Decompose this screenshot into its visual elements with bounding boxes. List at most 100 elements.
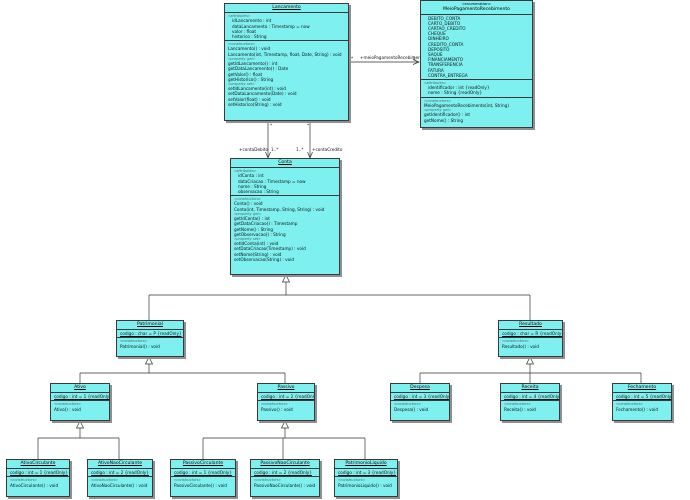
operation: Lancamento() : void bbox=[228, 46, 271, 52]
literals-compartment: DEBITO_CONTA CARTO_DEBITO CARTAO_CREDITO… bbox=[421, 15, 532, 80]
class-passivo-nao-circulante[interactable]: PassivoNaoCirculante codigo : int = 2 {r… bbox=[250, 459, 320, 497]
operations-compartment: «constructors» PassivoCirculante() : voi… bbox=[171, 477, 235, 489]
operations-compartment: «constructors» Fechamento() : void bbox=[613, 401, 671, 413]
credito-role-label: +contaCredito bbox=[312, 147, 343, 152]
operation: setDataLancamento(Date) : void bbox=[228, 91, 297, 97]
class-fechamento[interactable]: Fechamento codigo : int = 5 {readOnly} «… bbox=[612, 383, 672, 421]
class-lancamento[interactable]: Lancamento «attributes» idLancamento : i… bbox=[224, 3, 349, 121]
attribute: codigo : int = 4 {readOnly} bbox=[504, 394, 560, 399]
class-ativo-nao-circulante[interactable]: AtivoNaoCirculante codigo : int = 2 {rea… bbox=[87, 459, 153, 497]
operation: PatrimonioLiquido() : void bbox=[338, 482, 392, 488]
class-conta[interactable]: Conta «attributes» idConta : int dataCri… bbox=[230, 158, 340, 275]
attributes-compartment: codigo : int = 2 {readOnly} bbox=[258, 393, 314, 402]
attribute: idConta : int bbox=[238, 173, 264, 179]
class-ativo-circulante[interactable]: AtivoCirculante codigo : int = 1 {readOn… bbox=[6, 459, 70, 497]
attributes-compartment: codigo : int = 1 {readOnly} bbox=[7, 469, 69, 478]
operations-compartment: «constructors» AtivoCirculante() : void bbox=[7, 477, 69, 489]
class-ativo[interactable]: Ativo codigo : int = 1 {readOnly} «const… bbox=[50, 383, 110, 421]
operation: setIdLancamento(int) : void bbox=[228, 86, 286, 92]
operations-compartment: «constructors» Ativo() : void bbox=[51, 401, 109, 413]
attributes-compartment: codigo : int = 2 {readOnly} bbox=[88, 469, 152, 478]
attributes-compartment: codigo : int = 1 {readOnly} bbox=[171, 469, 235, 478]
attribute: codigo : char = R {readOnly} bbox=[502, 331, 563, 336]
attribute: dataLancamento : Timestamp = now bbox=[232, 23, 310, 29]
enum-literal: FINANCIAMENTO bbox=[428, 57, 464, 63]
class-receita[interactable]: Receita codigo : int = 4 {readOnly} «con… bbox=[500, 383, 560, 421]
operation: Resultado() : void bbox=[502, 343, 539, 349]
operation: MeioPagamentoRecebimento(int, String) bbox=[424, 102, 509, 108]
operation: getHistorico() : String bbox=[228, 76, 274, 82]
operation: getIdLancamento() : int bbox=[228, 61, 278, 67]
operations-compartment: «constructors» AtivoNaoCirculante() : vo… bbox=[88, 477, 152, 489]
attribute: codigo : int = 5 {readOnly} bbox=[616, 394, 672, 399]
class-passivo-circulante[interactable]: PassivoCirculante codigo : int = 1 {read… bbox=[170, 459, 236, 497]
attributes-compartment: codigo : int = 1 {readOnly} bbox=[51, 393, 110, 402]
class-name: MeioPagamentoRecebimento bbox=[443, 6, 510, 12]
operations-compartment: «constructors» Despesa() : void bbox=[391, 401, 449, 413]
attribute: nome : String bbox=[238, 183, 267, 189]
generalization-passivo-triangle bbox=[280, 420, 290, 429]
operation: AtivoNaoCirculante() : void bbox=[91, 482, 148, 488]
meio-mult-meio: 1 bbox=[413, 56, 416, 61]
debito-mult-lancamento: * bbox=[270, 123, 273, 128]
class-patrimonial[interactable]: Patrimonial codigo : char = P {readOnly}… bbox=[116, 320, 184, 357]
class-name: PatrimonioLiquido bbox=[345, 461, 387, 466]
meio-role-label: +meioPagamentoRecebimento bbox=[360, 55, 426, 60]
attribute: historico : String bbox=[232, 33, 267, 39]
attributes-compartment: «attributes» idConta : int dataCriacao :… bbox=[231, 168, 339, 197]
attribute: codigo : int = 2 {readOnly} bbox=[254, 470, 312, 475]
attribute: nome : String {readOnly} bbox=[428, 90, 483, 96]
operation: setNome(String) : void bbox=[234, 251, 282, 257]
enum-literal: CARTO_DEBITO bbox=[428, 20, 461, 26]
attributes-compartment: codigo : int = 4 {readOnly} bbox=[501, 393, 560, 402]
class-despesa[interactable]: Despesa codigo : int = 3 {readOnly} «con… bbox=[390, 383, 450, 421]
attribute: codigo : int = 1 {readOnly} bbox=[54, 394, 110, 399]
class-name: Fechamento bbox=[627, 385, 657, 390]
operation: Receita() : void bbox=[504, 406, 536, 412]
class-patrimonio-liquido[interactable]: PatrimonioLiquido codigo : int = 3 {read… bbox=[334, 459, 398, 497]
enum-literal: DINHEIRO bbox=[428, 36, 449, 42]
stereotype: «enumeration» bbox=[462, 1, 491, 6]
operations-compartment: «constructors» Resultado() : void bbox=[499, 338, 562, 350]
attributes-compartment: codigo : char = R {readOnly} bbox=[499, 330, 563, 339]
operation: getDataCriacao() : Timestamp bbox=[234, 221, 298, 227]
operation: setHistorico(String) : void bbox=[228, 101, 282, 107]
attribute: codigo : int = 2 {readOnly} bbox=[91, 470, 149, 475]
operation: Despesa() : void bbox=[394, 406, 429, 412]
enum-literal: DEPOSITO bbox=[428, 46, 450, 52]
enum-literal: CREDITO_CONTA bbox=[428, 41, 464, 47]
enum-literal: CONTRA_ENTREGA bbox=[428, 72, 468, 78]
enum-literal: TRANSFERENCIA bbox=[428, 62, 463, 68]
class-name: PassivoNaoCirculante bbox=[260, 461, 310, 466]
operation: Conta() : void bbox=[234, 201, 263, 207]
operation: Lancamento(int, Timestamp, float, Date, … bbox=[228, 51, 342, 57]
class-resultado[interactable]: Resultado codigo : char = R {readOnly} «… bbox=[498, 320, 563, 357]
attribute: valor : float bbox=[232, 28, 256, 34]
operation: getNome() : String bbox=[424, 117, 464, 123]
credito-mult-lancamento: * bbox=[307, 123, 310, 128]
operation: getIdConta() : int bbox=[234, 216, 270, 222]
enum-literal: DEBITO_CONTA bbox=[428, 15, 461, 21]
class-name: PassivoCirculante bbox=[182, 461, 224, 466]
operations-compartment: «constructors» PatrimonioLiquido() : voi… bbox=[335, 477, 397, 489]
attribute: codigo : char = P {readOnly} bbox=[120, 331, 182, 336]
operations-compartment: «constructors» Passivo() : void bbox=[258, 401, 314, 413]
attribute: codigo : int = 3 {readOnly} bbox=[394, 394, 450, 399]
class-name: Passivo bbox=[277, 385, 295, 390]
generalization-patrimonial-triangle bbox=[144, 356, 154, 365]
class-passivo[interactable]: Passivo codigo : int = 2 {readOnly} «con… bbox=[257, 383, 315, 421]
enum-literal: CHEQUE bbox=[428, 31, 446, 37]
operations-compartment: «constructors» Conta() : void Conta(int,… bbox=[231, 196, 339, 263]
attributes-compartment: codigo : int = 3 {readOnly} bbox=[391, 393, 450, 402]
enum-meio-pagamento-recebimento[interactable]: «enumeration» MeioPagamentoRecebimento D… bbox=[420, 0, 533, 128]
operation: Passivo() : void bbox=[261, 406, 293, 412]
class-name: Lancamento bbox=[272, 5, 301, 10]
attribute: idLancamento : int bbox=[232, 18, 272, 24]
operation: getValor() : float bbox=[228, 71, 263, 77]
class-name: AtivoNaoCirculante bbox=[97, 461, 143, 466]
enum-literal: SAQUE bbox=[428, 51, 443, 57]
operation: PassivoCirculante() : void bbox=[174, 482, 227, 488]
operations-compartment: «constructors» Lancamento() : void Lanca… bbox=[225, 41, 348, 108]
class-name: Patrimonial bbox=[137, 322, 163, 327]
